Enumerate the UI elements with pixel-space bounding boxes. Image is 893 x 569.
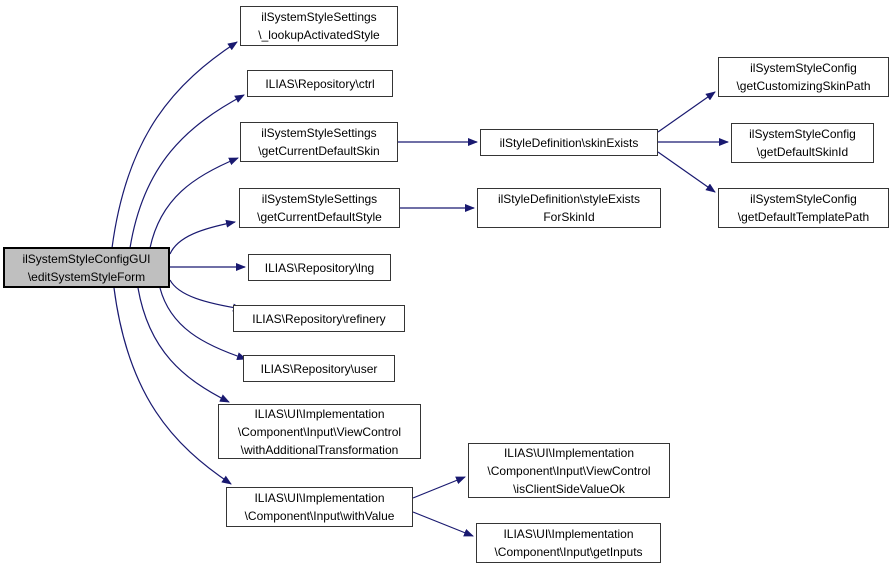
graph-node-label-line: \getCurrentDefaultSkin [258,144,380,158]
graph-node-label-line: ilSystemStyleSettings [261,126,377,140]
graph-node-skinExists[interactable]: ilStyleDefinition\skinExists [480,129,658,156]
graph-node-label-line: \withAdditionalTransformation [240,442,399,457]
graph-node-lng[interactable]: ILIAS\Repository\lng [248,254,391,281]
call-edge-skinExists-to-getCustomizingSkinPath [657,91,716,133]
graph-node-label-line: \getCustomizingSkinPath [736,79,871,93]
graph-node-label-line: \getDefaultTemplatePath [737,210,870,224]
graph-node-getInputs[interactable]: ILIAS\UI\Implementation \Component\Input\… [476,523,661,563]
call-edge-editSystemStyleForm-to-user [159,287,247,360]
graph-node-label-line: \getDefaultSkinId [756,145,849,159]
graph-node-label-line: ILIAS\Repository\lng [264,260,375,275]
graph-node-isClientSideValueOk[interactable]: ILIAS\UI\Implementation \Component\Input\… [468,443,670,498]
call-edge-editSystemStyleForm-to-getCurrentDefaultSkin [149,157,239,249]
graph-node-label-line: \Component\Input\withValue [244,509,395,523]
graph-node-lookupActivatedStyle[interactable]: ilSystemStyleSettings \_lookupActivatedSt… [240,6,398,46]
call-edge-editSystemStyleForm-to-lookupActivatedStyle [111,41,238,249]
graph-node-label-line: ForSkinId [543,210,595,224]
call-edge-withValue-to-isClientSideValueOk [412,476,466,499]
graph-node-label-line: \Component\Input\getInputs [494,545,643,559]
call-edge-skinExists-to-getDefaultTemplatePath [657,151,716,193]
graph-node-label-line: ilStyleDefinition\skinExists [499,135,639,150]
graph-node-label-line: ILIAS\UI\Implementation [503,445,635,460]
graph-node-label-line: \isClientSideValueOk [513,481,625,496]
graph-node-label-line: \Component\Input\ViewControl [487,463,651,478]
graph-node-label-line: ilSystemStyleConfig [749,127,856,141]
call-edge-withValue-to-getInputs [412,511,474,537]
graph-node-label-line: ilSystemStyleSettings [261,192,378,206]
graph-node-label-line: ILIAS\Repository\ctrl [265,76,375,91]
graph-node-editSystemStyleForm: ilSystemStyleConfigGUI \editSystemStyleFo… [3,247,170,288]
graph-node-label-line: \editSystemStyleForm [27,269,146,284]
call-edge-editSystemStyleForm-to-withAdditionalTransformation [137,287,230,403]
graph-node-label-line: ilStyleDefinition\styleExists [497,192,641,206]
graph-node-withAdditionalTransformation[interactable]: ILIAS\UI\Implementation \Component\Input\… [218,404,421,459]
graph-node-label-line: ILIAS\Repository\user [260,361,378,376]
graph-node-getDefaultSkinId[interactable]: ilSystemStyleConfig \getDefaultSkinId [731,123,874,163]
graph-node-withValue[interactable]: ILIAS\UI\Implementation \Component\Input\… [226,487,413,527]
call-edge-editSystemStyleForm-to-refinery [169,279,243,312]
graph-node-ctrl[interactable]: ILIAS\Repository\ctrl [247,70,393,97]
call-edge-editSystemStyleForm-to-ctrl [129,94,245,249]
graph-node-getDefaultTemplatePath[interactable]: ilSystemStyleConfig \getDefaultTemplatePa… [718,188,889,228]
graph-node-getCustomizingSkinPath[interactable]: ilSystemStyleConfig \getCustomizingSkinPa… [718,57,889,97]
graph-node-getCurrentDefaultStyle[interactable]: ilSystemStyleSettings \getCurrentDefaultS… [239,188,400,228]
graph-node-label-line: ilSystemStyleConfig [750,192,857,206]
graph-node-label-line: \getCurrentDefaultStyle [257,210,382,224]
graph-node-label-line: ilSystemStyleConfigGUI [22,251,151,266]
call-edge-editSystemStyleForm-to-getCurrentDefaultStyle [169,219,236,255]
graph-node-label-line: \Component\Input\ViewControl [237,424,402,439]
graph-node-refinery[interactable]: ILIAS\Repository\refinery [233,305,405,332]
graph-node-label-line: ILIAS\Repository\refinery [252,311,386,326]
graph-node-user[interactable]: ILIAS\Repository\user [243,355,395,382]
call-edge-editSystemStyleForm-to-withValue [113,287,232,485]
graph-node-getCurrentDefaultSkin[interactable]: ilSystemStyleSettings \getCurrentDefaultS… [240,122,398,162]
graph-node-label-line: ilSystemStyleConfig [750,61,857,75]
graph-node-label-line: ilSystemStyleSettings [261,10,377,24]
graph-node-label-line: ILIAS\UI\Implementation [254,406,385,421]
graph-node-label-line: ILIAS\UI\Implementation [254,491,385,505]
graph-node-label-line: ILIAS\UI\Implementation [503,527,634,541]
graph-node-label-line: \_lookupActivatedStyle [258,28,380,42]
